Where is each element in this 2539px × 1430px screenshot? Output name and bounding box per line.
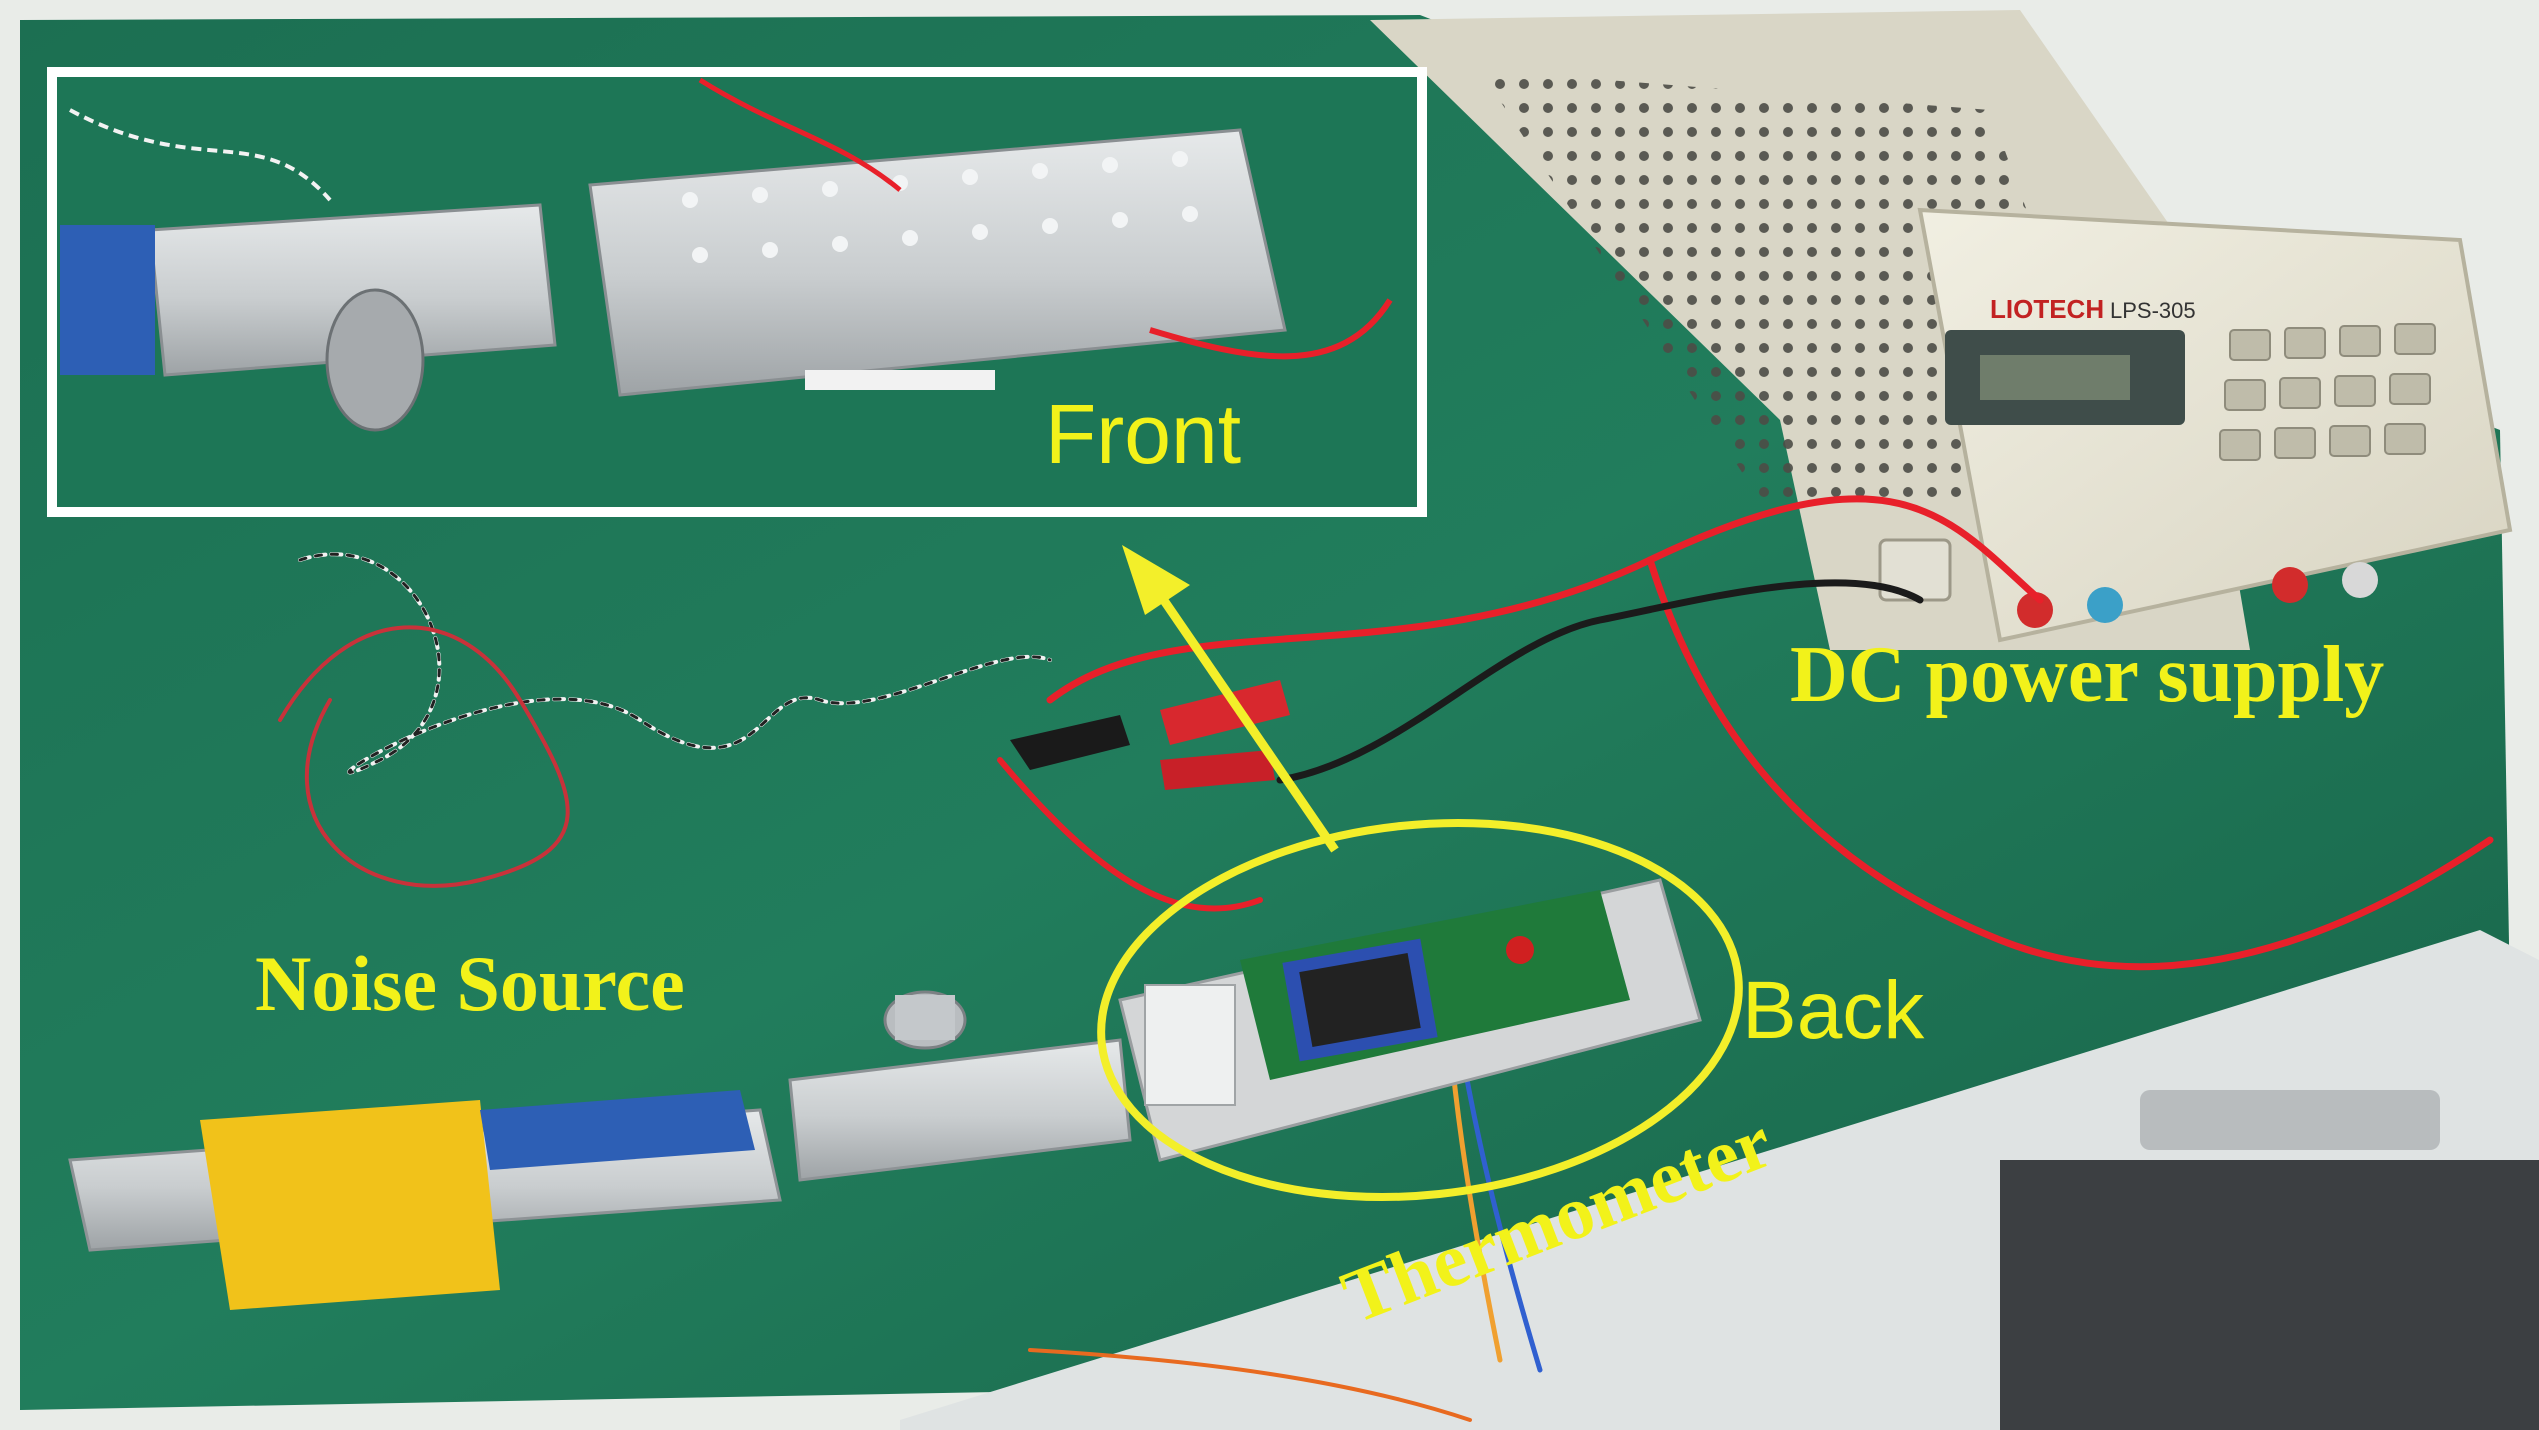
wires xyxy=(278,495,2494,1422)
back-highlight-ellipse xyxy=(1097,818,1743,1202)
psu-brand: LIOTECH xyxy=(1990,294,2104,324)
label-front: Front xyxy=(1045,387,1242,481)
inset-front-view xyxy=(52,72,1422,512)
floor-dark xyxy=(2000,1160,2539,1430)
back-device xyxy=(1118,878,1702,1162)
drawer-handle xyxy=(2140,1090,2440,1150)
alligator-clips xyxy=(1010,680,1290,790)
label-back: Back xyxy=(1742,965,1925,1056)
inset-border xyxy=(47,67,1427,517)
noise-source-assembly xyxy=(68,990,1132,1310)
dc-power-supply: LIOTECH LPS-305 xyxy=(1370,10,2513,650)
arrow-head xyxy=(1122,545,1190,615)
label-noise-source: Noise Source xyxy=(255,940,685,1027)
arrow-shaft xyxy=(1146,577,1339,853)
psu-model: LPS-305 xyxy=(2110,298,2196,323)
label-dc-power-supply: DC power supply xyxy=(1790,631,2385,719)
